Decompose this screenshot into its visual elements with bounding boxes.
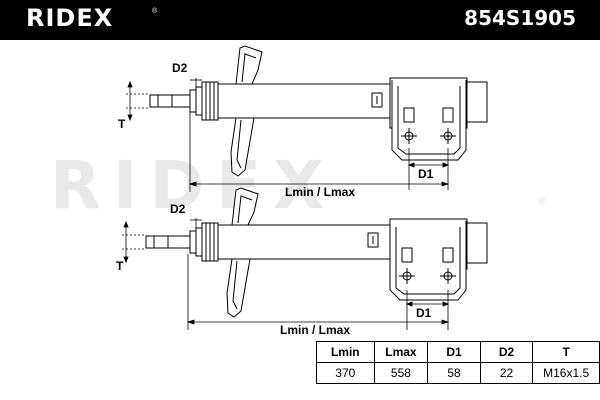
specs-header-row: Lmin Lmax D1 D2 T <box>316 341 600 363</box>
bottom-spring-plate-lower <box>226 258 251 318</box>
part-number: 854S1905 <box>464 6 576 30</box>
top-t-label: T <box>118 117 126 131</box>
top-length-label: Lmin / Lmax <box>285 185 355 199</box>
specs-value-row: 370 558 58 22 M16x1.5 <box>316 362 600 384</box>
watermark-registered-mark: ® <box>538 196 546 208</box>
spec-header-d1: D1 <box>427 341 481 363</box>
spec-header-d2: D2 <box>479 341 534 363</box>
bottom-d2-label: D2 <box>170 202 186 216</box>
bottom-length-label: Lmin / Lmax <box>280 323 350 337</box>
bottom-dimension-lines <box>122 218 450 330</box>
spec-value-lmax: 558 <box>373 362 429 384</box>
bottom-mount-bracket <box>389 221 467 301</box>
spec-value-d1: 58 <box>427 362 481 384</box>
specs-table: Lmin Lmax D1 D2 T 370 558 58 22 M16x1.5 <box>316 341 600 384</box>
top-spring-plate-lower <box>230 117 255 177</box>
spec-value-d2: 22 <box>479 362 534 384</box>
brand-logo: RIDEX <box>26 4 114 32</box>
top-spring-plate-upper <box>235 45 263 85</box>
top-bolt-holes <box>401 107 456 144</box>
top-stud <box>149 94 191 108</box>
spec-value-t: M16x1.5 <box>532 362 600 384</box>
bottom-sensor-clip <box>367 232 379 248</box>
shock-absorber-drawing: RIDEX ® <box>50 45 546 337</box>
bottom-collar <box>189 230 197 254</box>
spec-header-t: T <box>532 341 600 363</box>
top-d2-label: D2 <box>172 61 188 75</box>
spec-header-lmin: Lmin <box>316 341 375 363</box>
top-mount-bracket <box>391 80 467 161</box>
top-d1-label: D1 <box>418 167 434 181</box>
bottom-bolt-holes <box>399 247 456 284</box>
bottom-main-body <box>217 224 391 260</box>
header-bar: RIDEX ® 854S1905 <box>0 0 600 40</box>
top-dimension-lines <box>126 78 450 192</box>
bottom-t-label: T <box>116 259 124 273</box>
registered-mark: ® <box>152 8 158 15</box>
top-sensor-clip <box>371 92 383 108</box>
top-collar <box>189 89 197 113</box>
spec-value-lmin: 370 <box>316 362 375 384</box>
bottom-d1-label: D1 <box>416 306 432 320</box>
top-main-body <box>217 83 391 119</box>
top-shock-absorber <box>149 45 488 177</box>
spec-header-lmax: Lmax <box>373 341 429 363</box>
bottom-shock-absorber <box>145 187 488 318</box>
watermark-logo: RIDEX <box>50 147 336 224</box>
